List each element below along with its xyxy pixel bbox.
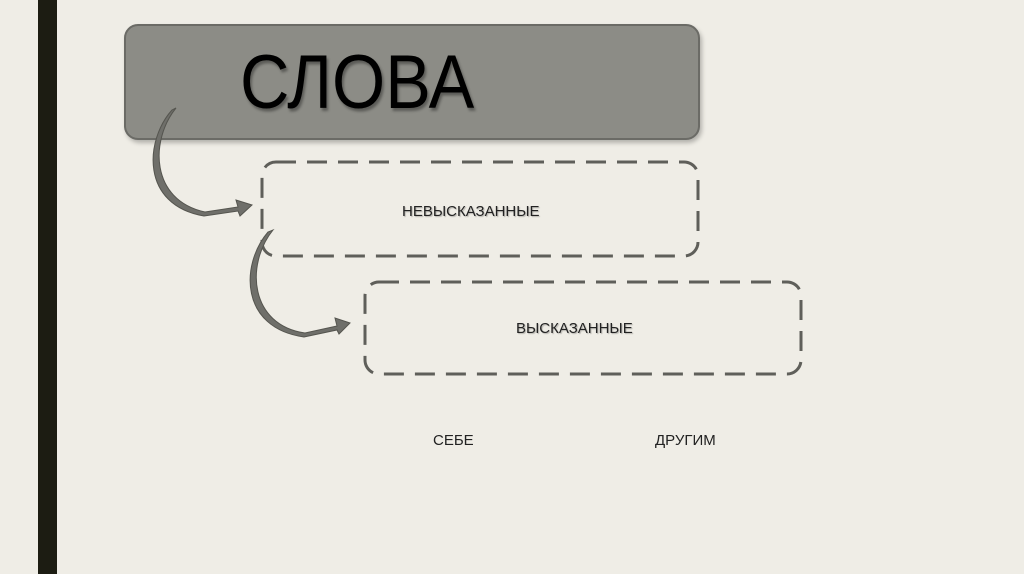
title-box: СЛОВА (124, 24, 700, 140)
curved-arrow-icon (152, 107, 253, 217)
curved-arrow-icon (249, 228, 351, 338)
label-self: СЕБЕ (433, 432, 474, 449)
box-label-unspoken: НЕВЫСКАЗАННЫЕ (402, 203, 540, 220)
box-label-spoken: ВЫСКАЗАННЫЕ (516, 320, 633, 337)
label-others: ДРУГИМ (655, 432, 716, 449)
left-accent-bar (38, 0, 57, 574)
dashed-box-unspoken (260, 160, 700, 258)
dashed-box-spoken (363, 280, 803, 376)
title-text: СЛОВА (239, 39, 475, 125)
